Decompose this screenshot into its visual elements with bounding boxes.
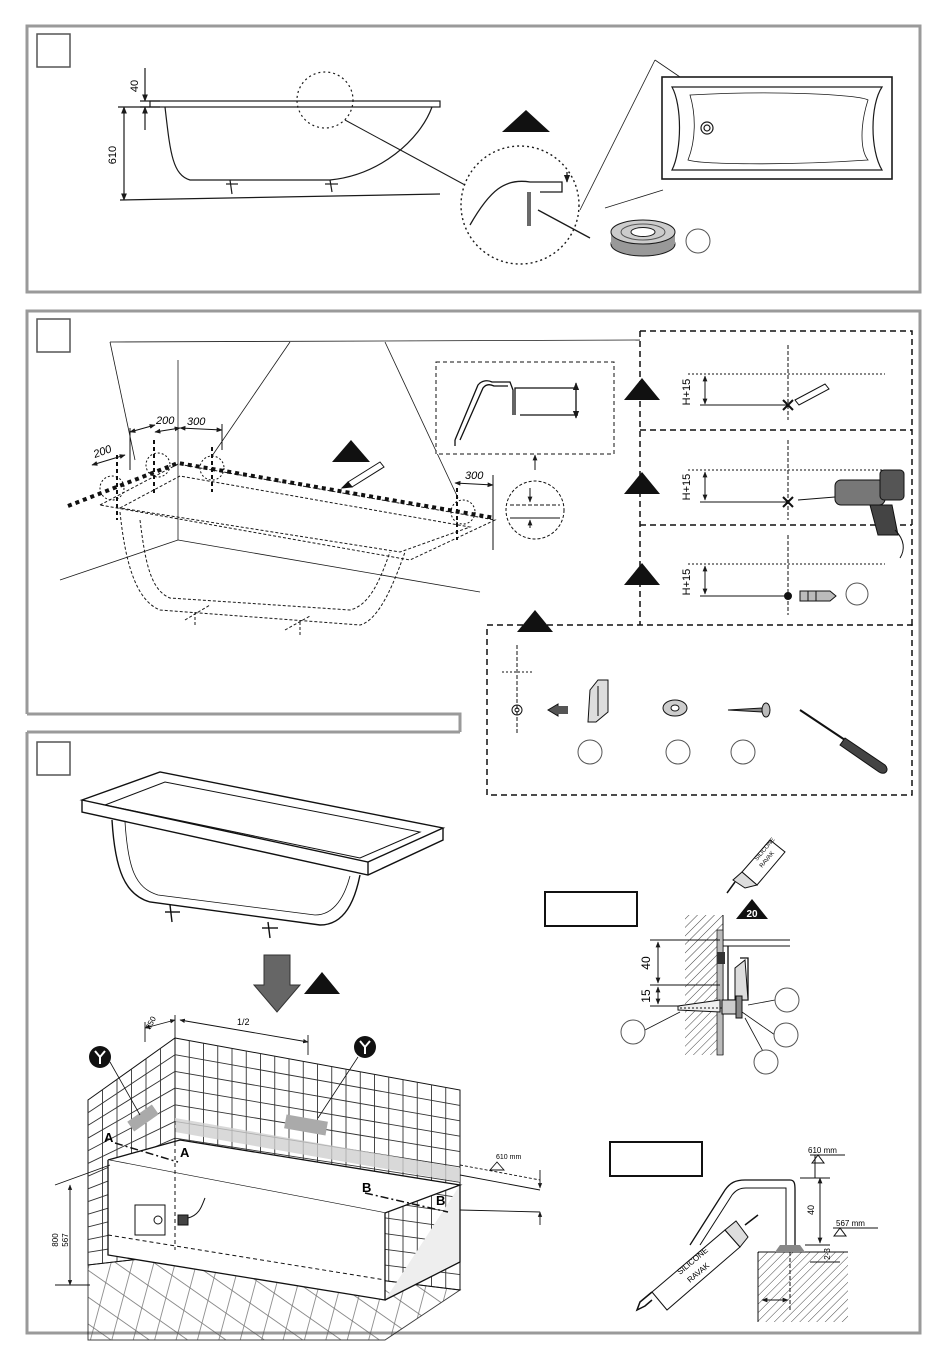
sub-step-mark bbox=[688, 345, 885, 420]
part-number-circle bbox=[754, 1050, 778, 1074]
panel-step-1: 40 610 bbox=[27, 26, 920, 292]
part-number-circle bbox=[731, 740, 755, 764]
warning-triangle-icon bbox=[517, 610, 553, 632]
dim-lower-15: 15 bbox=[639, 989, 653, 1003]
down-arrow-icon bbox=[254, 955, 300, 1012]
drill-icon bbox=[798, 470, 904, 558]
dim-ground-610: 610 mm bbox=[496, 1154, 521, 1161]
height-label-mark: H+15 bbox=[681, 379, 693, 406]
height-label-drill: H+15 bbox=[681, 474, 693, 501]
parts-row bbox=[502, 645, 568, 735]
step-2-dimensions bbox=[92, 424, 493, 550]
dim-height-610: 610 bbox=[107, 146, 119, 164]
detail-label-box-bottom bbox=[610, 1142, 702, 1176]
tape-roll-icon bbox=[611, 220, 675, 256]
tub-perspective-solid bbox=[82, 772, 443, 938]
section-b-left: B bbox=[362, 1180, 371, 1195]
part-number-circle bbox=[578, 740, 602, 764]
part-number-circle bbox=[686, 229, 710, 253]
dim-offset-350: 350 bbox=[144, 1014, 158, 1030]
warning-triangle-icon bbox=[304, 972, 340, 994]
detail-marker-circle bbox=[297, 72, 353, 128]
detail-zoom-circle bbox=[461, 146, 579, 264]
wall-section-detail bbox=[645, 915, 790, 1055]
pencil-icon bbox=[342, 462, 384, 488]
dowel-icon bbox=[800, 591, 836, 601]
part-number-circle bbox=[774, 1023, 798, 1047]
panel-step-2: 200 200 300 300 bbox=[27, 311, 920, 795]
step-3-number-box bbox=[37, 742, 70, 775]
tiled-wall-scene bbox=[88, 1038, 460, 1340]
tub-top-view bbox=[580, 60, 892, 210]
screwdriver-icon bbox=[800, 710, 887, 773]
detail-circle bbox=[506, 481, 564, 539]
step-1-number-box bbox=[37, 34, 70, 67]
badge-number-20: 20 bbox=[746, 909, 758, 920]
screw-icon bbox=[728, 703, 770, 717]
dim-top-610: 610 mm bbox=[808, 1146, 837, 1155]
dim-end-right-300: 300 bbox=[465, 470, 484, 482]
section-b-right: B bbox=[436, 1193, 445, 1208]
warning-triangle-icon bbox=[624, 472, 660, 494]
dim-upper-40: 40 bbox=[639, 956, 653, 970]
warning-triangle-icon bbox=[332, 440, 370, 462]
part-number-circle bbox=[666, 740, 690, 764]
dim-rim-40: 40 bbox=[129, 80, 141, 92]
wall-bracket-icon bbox=[588, 680, 608, 722]
warning-triangle-icon bbox=[624, 563, 660, 585]
dim-end-left-200: 200 bbox=[91, 443, 114, 461]
part-number-circle bbox=[775, 988, 799, 1012]
dim-corner-right-300: 300 bbox=[187, 416, 206, 428]
height-label-dowel: H+15 bbox=[681, 569, 693, 596]
dim-rim-40-bottom: 40 bbox=[806, 1205, 816, 1215]
dim-corner-left-200: 200 bbox=[155, 415, 175, 427]
dim-floor-567: 567 mm bbox=[836, 1219, 865, 1228]
rim-profile-detail bbox=[470, 172, 590, 238]
section-a-right: A bbox=[180, 1145, 190, 1160]
dim-half: 1/2 bbox=[237, 1017, 250, 1027]
detail-label-box-top bbox=[545, 892, 637, 926]
warning-triangle-icon bbox=[624, 378, 660, 400]
dim-gap-2-3: 2-3 bbox=[823, 1248, 832, 1260]
silicone-cartridge-icon bbox=[727, 840, 785, 893]
dim-outer-800: 800 bbox=[51, 1233, 60, 1247]
dim-inner-567: 567 bbox=[61, 1233, 70, 1247]
warning-triangle-icon bbox=[502, 110, 550, 132]
tub-side-view bbox=[118, 68, 440, 200]
washer-icon bbox=[663, 700, 687, 716]
profile-detail-box bbox=[436, 362, 614, 454]
marking-line bbox=[68, 463, 495, 518]
part-number-circle bbox=[846, 583, 868, 605]
part-number-circle bbox=[621, 1020, 645, 1044]
section-a-left: A bbox=[104, 1130, 114, 1145]
step-2-number-box bbox=[37, 319, 70, 352]
